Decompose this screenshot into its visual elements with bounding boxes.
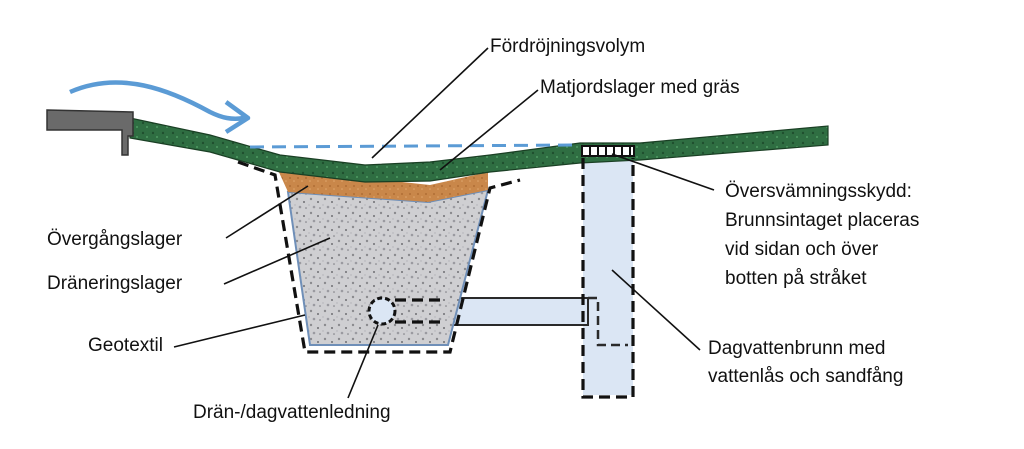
pipe-opening [367, 296, 397, 326]
label-drain-pipe: Drän-/dagvattenledning [193, 402, 391, 423]
label-geotextile: Geotextil [88, 335, 163, 356]
label-well-line2: vattenlås och sandfång [708, 366, 903, 387]
label-overflow-line3: botten på stråket [725, 268, 867, 289]
label-retention-volume: Fördröjningsvolym [490, 36, 645, 57]
leader-lines [173, 47, 715, 399]
grate-icon [581, 145, 635, 157]
well-outline [581, 158, 635, 399]
label-overflow-title: Översvämningsskydd: [725, 181, 912, 202]
label-overflow-line1: Brunnsintaget placeras [725, 210, 919, 231]
pipe-outline [395, 298, 445, 324]
retention-water-line [249, 143, 581, 149]
label-well-line1: Dagvattenbrunn med [708, 338, 885, 359]
label-topsoil: Matjordslager med gräs [540, 77, 740, 98]
well-body [583, 155, 633, 395]
label-overflow-line2: vid sidan och över [725, 239, 879, 260]
label-transition-layer: Övergångslager [47, 229, 183, 250]
stormwater-well [583, 155, 633, 395]
curb [46, 109, 134, 156]
geotextile-outline [237, 160, 521, 354]
label-drainage-layer: Dräneringslager [47, 273, 183, 294]
grass-layer [129, 117, 829, 183]
flow-arrow-icon [69, 80, 251, 134]
